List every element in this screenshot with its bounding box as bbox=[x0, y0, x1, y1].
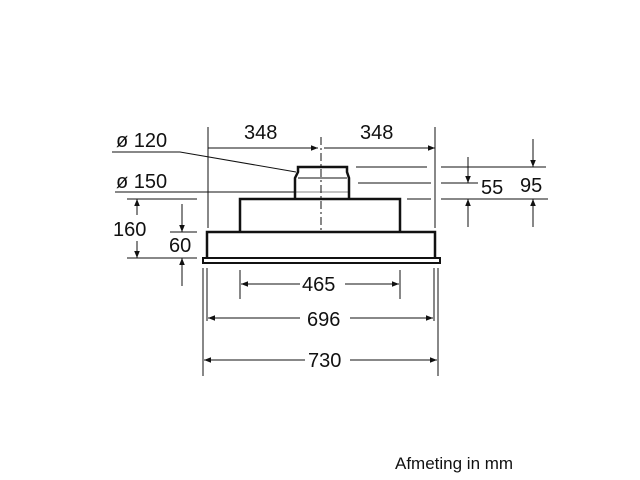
dim-730: 730 bbox=[308, 350, 341, 372]
diameter-150-label: ø 150 bbox=[116, 171, 167, 193]
dim-60: 60 bbox=[169, 235, 191, 257]
diameter-120-label: ø 120 bbox=[116, 130, 167, 152]
dim-348-left: 348 bbox=[244, 122, 277, 144]
dim-465: 465 bbox=[302, 274, 335, 296]
dim-696: 696 bbox=[307, 309, 340, 331]
units-caption: Afmeting in mm bbox=[395, 454, 514, 473]
dim-95: 95 bbox=[520, 175, 542, 197]
dim-160: 160 bbox=[113, 219, 146, 241]
dim-348-right: 348 bbox=[360, 122, 393, 144]
hood-outline bbox=[202, 165, 441, 264]
dim-55: 55 bbox=[481, 177, 503, 199]
